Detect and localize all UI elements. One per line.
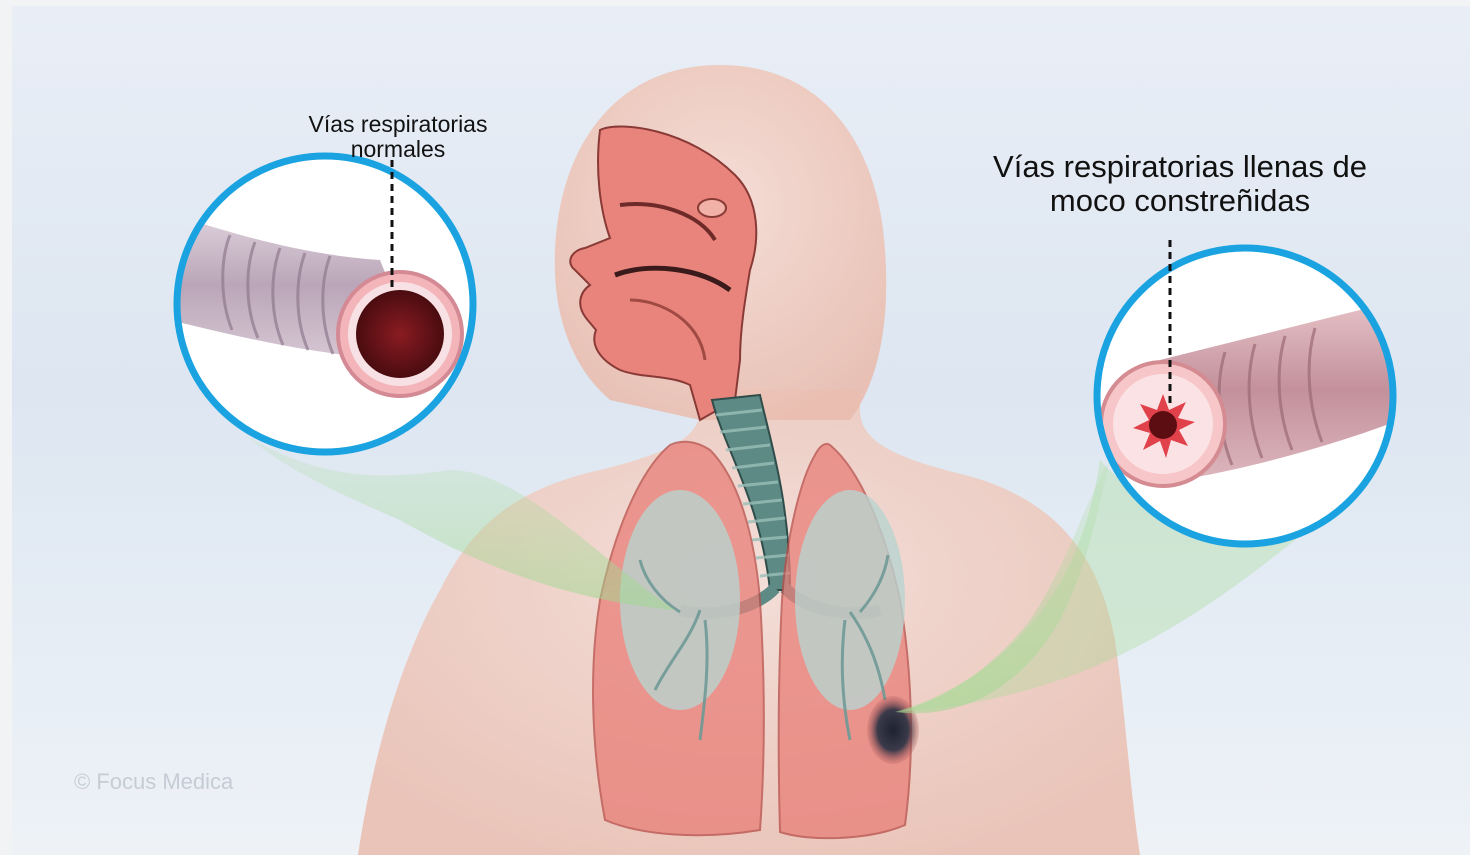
mucus-blockage xyxy=(867,696,919,764)
normal-airway-callout xyxy=(160,156,473,452)
normal-airway-label-line-2: normales xyxy=(228,137,568,162)
constricted-airway-label-line-1: Vías respiratorias llenas de xyxy=(940,150,1420,184)
constricted-airway-label-line-2: moco constreñidas xyxy=(940,184,1420,218)
constricted-airway-callout xyxy=(1097,240,1400,544)
constricted-airway-label: Vías respiratorias llenas de moco constr… xyxy=(940,150,1420,218)
normal-airway-label-line-1: Vías respiratorias xyxy=(228,112,568,137)
normal-airway-label: Vías respiratorias normales xyxy=(228,112,568,163)
copyright-watermark: © Focus Medica xyxy=(74,769,233,795)
